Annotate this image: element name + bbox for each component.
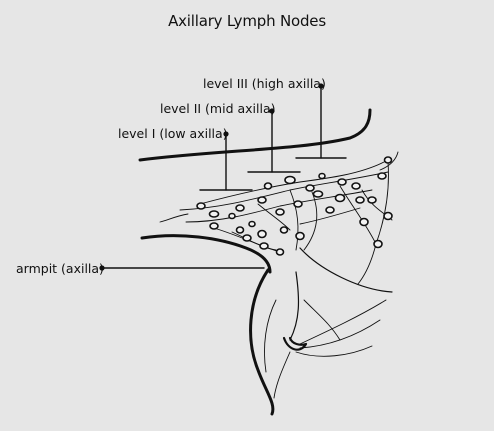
level3-dot: [318, 83, 324, 89]
armpit-fold: [140, 234, 272, 274]
level1-dot: [223, 131, 229, 137]
breast-curve: [299, 247, 393, 293]
level2-label: level II (mid axilla): [160, 101, 276, 116]
armpit-dot: [99, 265, 105, 271]
chest-outline: [249, 268, 275, 416]
armpit-label: armpit (axilla): [16, 261, 104, 276]
level3-label: level III (high axilla): [203, 76, 326, 91]
shoulder-outline: [138, 108, 372, 162]
lymph-nodes: [196, 156, 393, 256]
breast-fold: [289, 271, 300, 341]
level2-dot: [269, 108, 275, 114]
level1-label: level I (low axilla): [118, 126, 228, 141]
diagram-title: Axillary Lymph Nodes: [168, 12, 326, 30]
nipple: [282, 336, 308, 351]
